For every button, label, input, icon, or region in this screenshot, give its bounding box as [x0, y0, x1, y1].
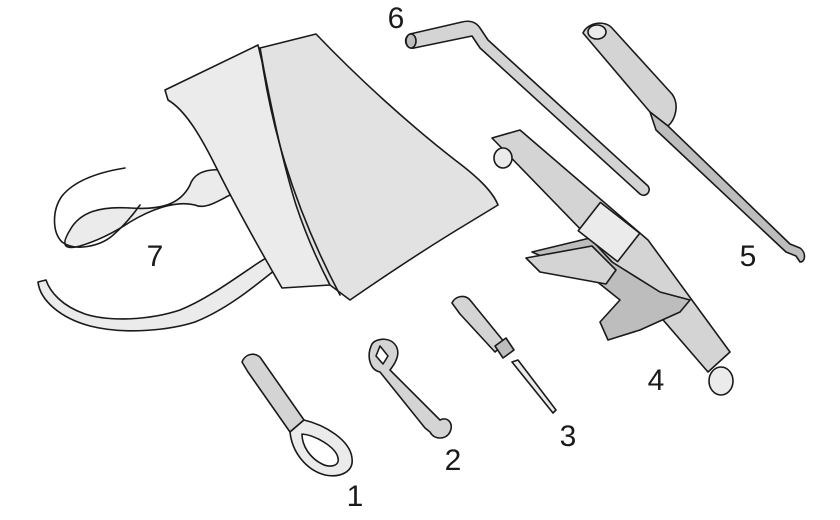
callout-5: 5 [740, 240, 757, 273]
callout-1: 1 [347, 480, 364, 513]
wheel-brace-shaft [649, 111, 806, 263]
scissor-jack [491, 129, 734, 396]
wheel-brace [582, 22, 806, 263]
tool-bag [37, 33, 499, 332]
wrench [368, 338, 453, 439]
wrench-jaw [375, 345, 389, 365]
tool-bag-fold [259, 47, 341, 296]
wheel-brace-socket [587, 24, 607, 40]
scissor-jack-crank-eye [708, 366, 734, 396]
screwdriver [451, 295, 557, 414]
tool-bag-body-right [259, 33, 499, 301]
callout-2: 2 [445, 444, 462, 477]
wheel-brace-handle [582, 22, 677, 127]
wrench-body [368, 338, 453, 439]
jack-crank-end [405, 33, 417, 49]
tow-eye [241, 353, 353, 477]
screwdriver-blade [511, 359, 557, 414]
tool-bag-strap-upper [64, 169, 241, 249]
callout-6: 6 [388, 2, 405, 35]
jack-crank [404, 20, 650, 197]
callout-3: 3 [560, 420, 577, 453]
scissor-jack-base [525, 245, 617, 285]
screwdriver-collar [494, 337, 515, 359]
callout-7: 7 [147, 240, 164, 273]
scissor-jack-head [577, 201, 641, 263]
tool-bag-strap-loop [53, 167, 141, 248]
tow-eye-shaft [241, 353, 305, 433]
scissor-jack-top-eye [493, 147, 513, 169]
callout-4: 4 [648, 364, 665, 397]
tow-eye-hole [301, 433, 340, 467]
